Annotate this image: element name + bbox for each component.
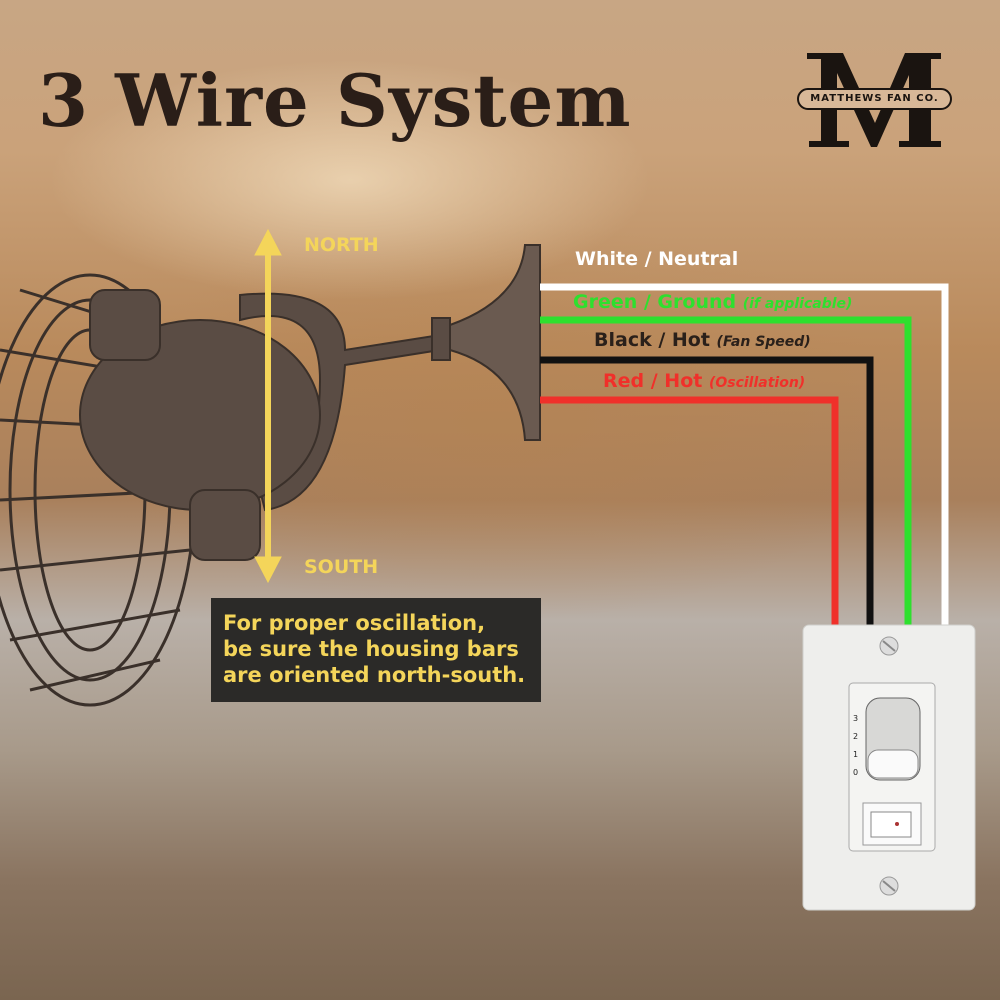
- wire-label-green: Green / Ground (if applicable): [573, 291, 852, 313]
- wall-switch: [802, 624, 976, 911]
- wire-note: (if applicable): [742, 296, 853, 312]
- wire-label-white: White / Neutral: [575, 248, 738, 270]
- north-south-arrow: [254, 228, 282, 584]
- fan-motor: [79, 244, 541, 561]
- page-title: 3 Wire System: [38, 58, 632, 143]
- note-line: are oriented north-south.: [223, 663, 526, 687]
- wire-note: (Fan Speed): [716, 334, 811, 350]
- oscillation-note: For proper oscillation, be sure the hous…: [211, 598, 541, 702]
- wire-name: Green / Ground: [573, 291, 737, 313]
- wire-label-red: Red / Hot (Oscillation): [603, 370, 805, 392]
- wire-name: White / Neutral: [575, 248, 739, 270]
- speed-3-label: 3: [853, 714, 859, 723]
- north-label: NORTH: [304, 234, 379, 256]
- speed-1-label: 1: [853, 750, 859, 759]
- wire-label-black: Black / Hot (Fan Speed): [594, 329, 811, 351]
- logo-m-mark: [807, 53, 941, 147]
- wire-black: [540, 356, 874, 628]
- matthews-logo: MATTHEWS FAN CO.: [795, 45, 955, 155]
- logo-text: MATTHEWS FAN CO.: [797, 88, 952, 110]
- wire-name: Red / Hot: [603, 370, 703, 392]
- wire-name: Black / Hot: [594, 329, 710, 351]
- wire-red: [540, 396, 839, 628]
- note-line: be sure the housing bars: [223, 637, 519, 661]
- wires: [540, 283, 949, 628]
- wire-green: [540, 316, 912, 628]
- speed-2-label: 2: [853, 732, 859, 741]
- speed-0-label: 0: [853, 768, 859, 777]
- south-label: SOUTH: [304, 556, 379, 578]
- note-line: For proper oscillation,: [223, 611, 486, 635]
- wire-white: [540, 283, 949, 628]
- wire-note: (Oscillation): [708, 375, 806, 391]
- speed-markings: 3 2 1 0: [853, 710, 858, 782]
